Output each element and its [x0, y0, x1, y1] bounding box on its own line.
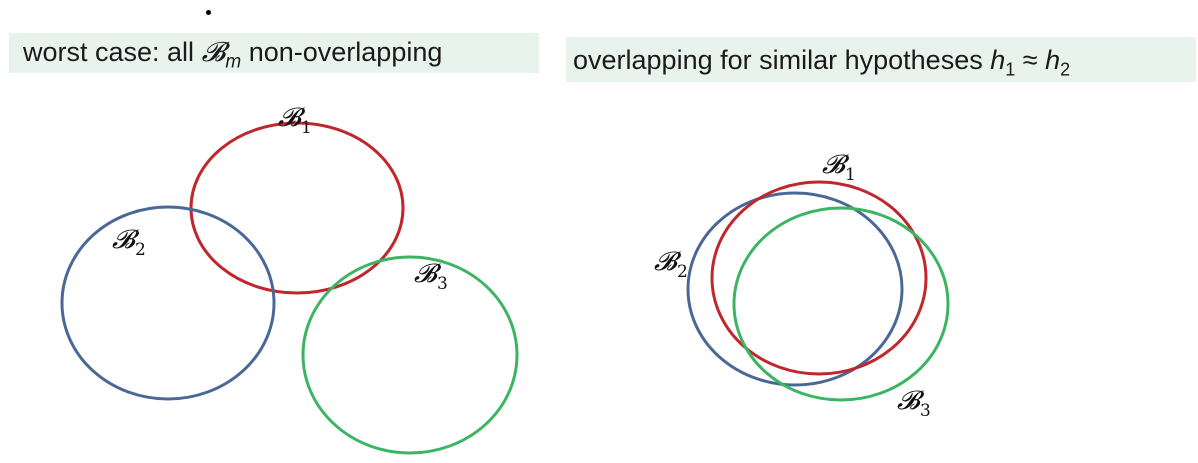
- left-caption-set-subscript: m: [225, 51, 242, 73]
- right-caption: overlapping for similar hypotheses h1 ≈ …: [566, 37, 1196, 82]
- right-caption-h2-subscript: 2: [1060, 59, 1071, 80]
- right-set-b2-subscript: 2: [677, 262, 688, 282]
- right-caption-h1: h: [990, 45, 1006, 75]
- right-set-b1-circle: [710, 180, 928, 376]
- left-set-b3-label: 𝓑3: [414, 259, 448, 294]
- left-set-b2-label: 𝓑2: [112, 225, 146, 260]
- left-set-b1-circle: [189, 121, 405, 295]
- right-set-b3-label: 𝓑3: [897, 386, 931, 421]
- right-caption-text: overlapping for similar hypotheses h1 ≈ …: [573, 37, 1070, 82]
- left-caption-prefix: worst case: all: [23, 37, 202, 67]
- right-set-b2-label: 𝓑2: [654, 247, 688, 282]
- left-set-b2-subscript: 2: [135, 240, 146, 260]
- right-set-b3-subscript: 3: [920, 401, 931, 421]
- left-caption-set-symbol: 𝓑: [201, 37, 226, 68]
- right-caption-approx: ≈: [1015, 45, 1046, 75]
- bullet-dot: [206, 10, 211, 15]
- right-set-b1-subscript: 1: [845, 165, 856, 185]
- right-caption-prefix: overlapping for similar hypotheses: [573, 45, 991, 75]
- right-set-b3-circle: [732, 206, 950, 402]
- left-set-b3-circle: [301, 255, 519, 455]
- right-set-b1-label: 𝓑1: [822, 150, 856, 185]
- left-set-b1-subscript: 1: [301, 118, 312, 138]
- left-caption-text: worst case: all 𝓑m non-overlapping: [23, 33, 442, 73]
- right-caption-h1-subscript: 1: [1005, 59, 1016, 80]
- left-caption: worst case: all 𝓑m non-overlapping: [9, 33, 539, 73]
- right-caption-h2: h: [1045, 45, 1061, 75]
- left-set-b2-circle: [60, 205, 276, 401]
- left-set-b3-subscript: 3: [437, 274, 448, 294]
- right-diagram: 𝓑1 𝓑2 𝓑3: [654, 150, 950, 421]
- left-caption-suffix: non-overlapping: [241, 37, 443, 67]
- left-set-b1-label: 𝓑1: [278, 103, 312, 138]
- left-diagram: 𝓑1 𝓑2 𝓑3: [60, 103, 519, 455]
- right-set-b2-circle: [686, 191, 904, 387]
